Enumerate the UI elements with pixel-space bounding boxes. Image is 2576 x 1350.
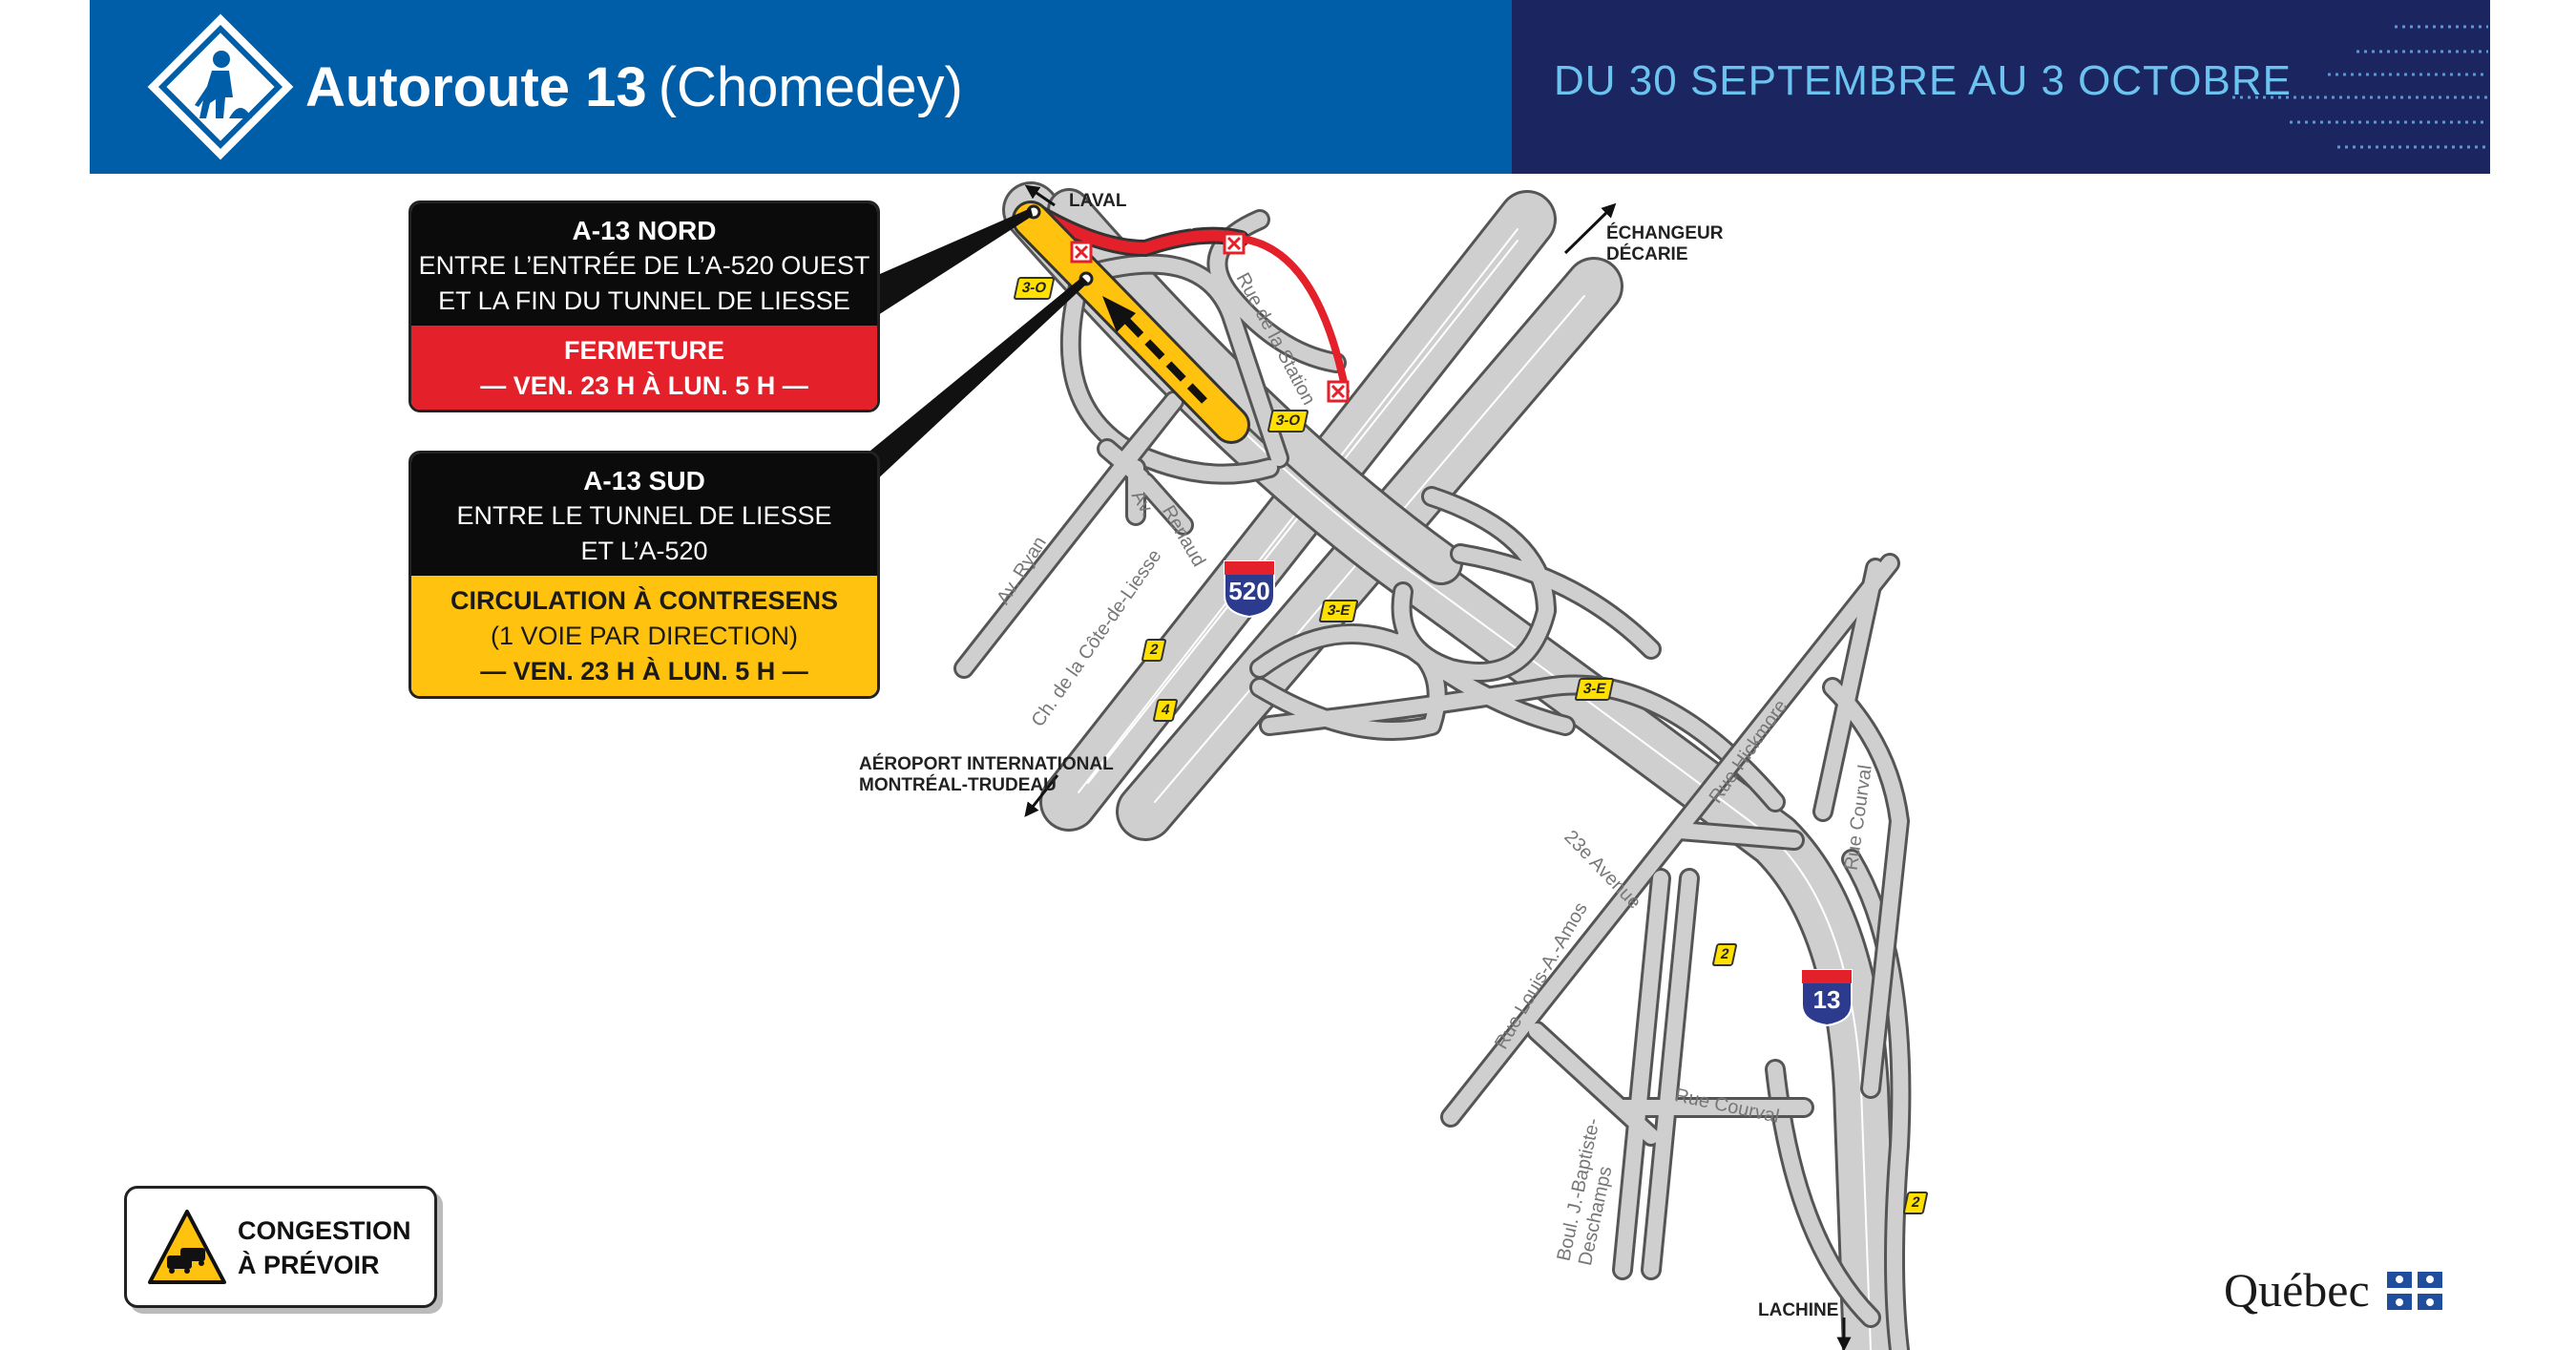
destination-decarie-line1: ÉCHANGEUR: [1606, 223, 1724, 243]
header-date-panel: DU 30 SEPTEMBRE AU 3 OCTOBRE: [1512, 0, 2490, 174]
callout-a13-south: A-13 SUD ENTRE LE TUNNEL DE LIESSE ET L’…: [408, 451, 880, 699]
decorative-dotted-lines: [2232, 25, 2488, 149]
a520-shield-graphic: [1224, 560, 1275, 619]
destination-decarie-line2: DÉCARIE: [1606, 244, 1688, 264]
exit-badge-3e-east: 3-E: [1574, 678, 1615, 701]
callout-north-header: A-13 NORD ENTRE L’ENTRÉE DE L’A-520 OUES…: [411, 203, 877, 326]
header-title-panel: Autoroute 13(Chomedey): [90, 0, 1512, 174]
destination-airport: AÉROPORT INTERNATIONAL MONTRÉAL-TRUDEAU: [859, 754, 1114, 796]
callout-south-line2: ET L’A-520: [580, 537, 708, 565]
a520-shield-icon: 520: [1222, 558, 1277, 619]
page-title: Autoroute 13(Chomedey): [305, 50, 963, 126]
exit-badge-3o-east: 3-O: [1267, 410, 1309, 432]
destination-lachine: LACHINE: [1758, 1300, 1839, 1320]
a13-shield-icon: 13: [1799, 966, 1854, 1027]
destination-arrows: [1024, 184, 1852, 1350]
contraflow-time: — VEN. 23 H À LUN. 5 H —: [480, 657, 808, 686]
closure-x-icons: [1070, 232, 1350, 403]
quebec-wordmark: Québec: [2224, 1263, 2370, 1317]
a520-shield-number: 520: [1228, 577, 1270, 605]
callout-south-header: A-13 SUD ENTRE LE TUNNEL DE LIESSE ET L’…: [411, 454, 877, 576]
callout-south-title: A-13 SUD: [583, 466, 705, 496]
contraflow-label: CIRCULATION À CONTRESENS: [450, 586, 838, 615]
title-main: Autoroute 13: [305, 56, 647, 118]
legend-label: CONGESTION À PRÉVOIR: [238, 1213, 411, 1282]
callout-north-line1: ENTRE L’ENTRÉE DE L’A-520 OUEST: [418, 251, 870, 280]
callout-a13-north: A-13 NORD ENTRE L’ENTRÉE DE L’A-520 OUES…: [408, 200, 880, 412]
legend-line1: CONGESTION: [238, 1216, 411, 1245]
congestion-warning-icon: [148, 1210, 226, 1284]
quebec-logo: Québec: [2224, 1262, 2443, 1318]
road-work-sign-icon: [147, 13, 294, 160]
callout-north-line2: ET LA FIN DU TUNNEL DE LIESSE: [438, 286, 850, 315]
callout-south-line1: ENTRE LE TUNNEL DE LIESSE: [456, 501, 832, 530]
exit-badge-3e-center: 3-E: [1318, 600, 1359, 622]
header-banner: Autoroute 13(Chomedey) DU 30 SEPTEMBRE A…: [90, 0, 2490, 174]
legend-line2: À PRÉVOIR: [238, 1251, 380, 1279]
exit-badge-3o-west: 3-O: [1013, 277, 1056, 300]
traffic-direction-arrows: [1102, 220, 1207, 404]
destination-decarie: ÉCHANGEUR DÉCARIE: [1606, 223, 1723, 265]
a13-shield-number: 13: [1812, 985, 1841, 1014]
callout-north-status: FERMETURE — VEN. 23 H À LUN. 5 H —: [411, 326, 877, 410]
a13-shield-graphic: [1801, 969, 1853, 1027]
callout-north-title: A-13 NORD: [572, 216, 717, 245]
local-streets-fill: [956, 393, 1907, 1277]
closure-time: — VEN. 23 H À LUN. 5 H —: [480, 371, 808, 400]
closure-label: FERMETURE: [564, 336, 724, 365]
callout-pointers: [849, 208, 1088, 496]
contraflow-detail: (1 VOIE PAR DIRECTION): [490, 622, 799, 650]
date-range: DU 30 SEPTEMBRE AU 3 OCTOBRE: [1554, 57, 2292, 104]
destination-laval: LAVAL: [1069, 191, 1127, 211]
legend-congestion: CONGESTION À PRÉVOIR: [124, 1186, 437, 1308]
fleur-de-lis-flag-icon: [2387, 1272, 2443, 1310]
title-sub: (Chomedey): [658, 56, 963, 118]
destination-airport-line1: AÉROPORT INTERNATIONAL: [859, 754, 1114, 774]
destination-airport-line2: MONTRÉAL-TRUDEAU: [859, 775, 1057, 795]
callout-south-status: CIRCULATION À CONTRESENS (1 VOIE PAR DIR…: [411, 576, 877, 696]
